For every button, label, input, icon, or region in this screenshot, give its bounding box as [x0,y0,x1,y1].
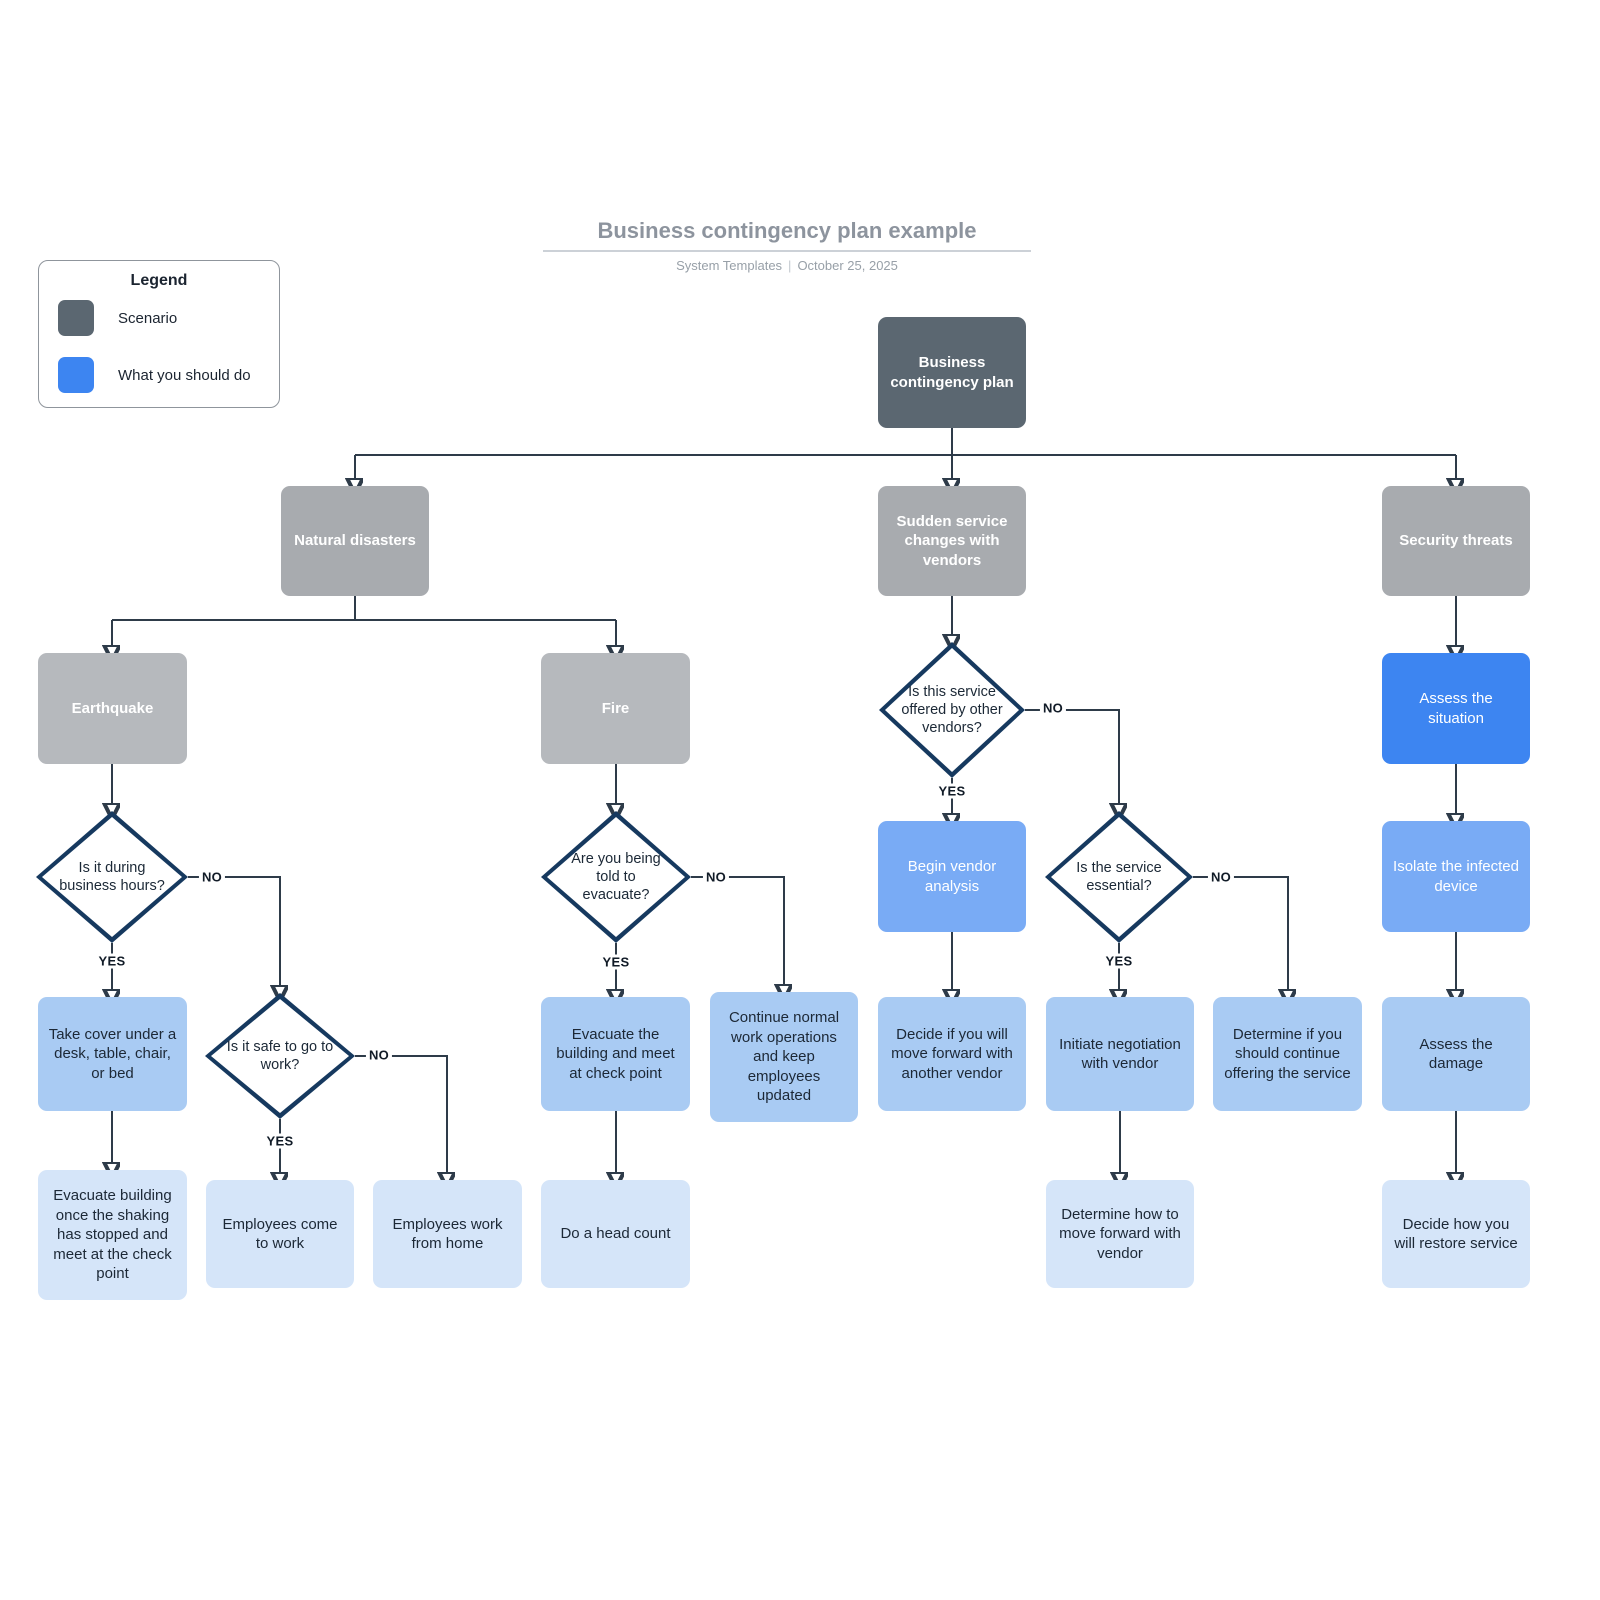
node-decide-move-forward: Decide if you will move forward with ano… [878,997,1026,1111]
legend-item-label: Scenario [118,309,178,327]
edge-label-yes: YES [95,953,129,969]
node-isolate-infected-device: Isolate the infected device [1382,821,1530,932]
legend-item-label: What you should do [118,366,251,384]
node-decide-restore-service: Decide how you will restore service [1382,1180,1530,1288]
node-employees-work-from-home: Employees work from home [373,1180,522,1288]
node-head-count: Do a head count [541,1180,690,1288]
edge-label-no: NO [702,869,730,885]
node-business-contingency-plan: Business contingency plan [878,317,1026,428]
node-assess-damage: Assess the damage [1382,997,1530,1111]
legend-item-scenario: Scenario [58,300,177,336]
node-evacuate-and-meet: Evacuate the building and meet at check … [541,997,690,1111]
decision-service-essential: Is the service essential? [1045,811,1193,943]
edge-d4-no [1025,709,1119,803]
action-swatch [58,357,94,393]
legend-item-action: What you should do [58,357,251,393]
node-initiate-negotiation: Initiate negotiation with vendor [1046,997,1194,1111]
decision-label: Are you being told to evacuate? [571,850,661,904]
node-determine-how-forward: Determine how to move forward with vendo… [1046,1180,1194,1288]
decision-label: Is the service essential? [1076,859,1162,894]
edge-d5-no [1193,876,1288,989]
decision-other-vendors: Is this service offered by other vendors… [879,642,1025,778]
edge-label-no: NO [1207,869,1235,885]
decision-label: Is this service offered by other vendors… [901,683,1003,737]
byline-date: October 25, 2025 [797,258,898,273]
title-underline [543,250,1031,252]
scenario-swatch [58,300,94,336]
edge-label-no: NO [198,869,226,885]
edge-label-no: NO [365,1047,393,1063]
edge-label-yes: YES [1102,953,1136,969]
edge-label-no: NO [1039,700,1067,716]
node-earthquake: Earthquake [38,653,187,764]
node-sudden-service-changes: Sudden service changes with vendors [878,486,1026,596]
legend-title: Legend [130,272,188,289]
decision-label: Is it during business hours? [59,859,165,894]
decision-told-to-evacuate: Are you being told to evacuate? [541,811,691,943]
page-title: Business contingency plan example [597,218,977,243]
decision-business-hours: Is it during business hours? [36,811,188,943]
node-continue-normal-operations: Continue normal work operations and keep… [710,992,858,1122]
byline-source: System Templates [676,258,783,273]
byline-separator: | [788,258,792,273]
node-take-cover: Take cover under a desk, table, chair, o… [38,997,187,1111]
node-fire: Fire [541,653,690,764]
decision-label: Is it safe to go to work? [226,1038,334,1073]
edge-d3-no [691,876,784,984]
edge-label-yes: YES [599,954,633,970]
edge-d1-no [188,876,280,985]
node-begin-vendor-analysis: Begin vendor analysis [878,821,1026,932]
edge-d2-no [355,1055,447,1172]
byline: System Templates | October 25, 2025 [543,258,1031,273]
edge-label-yes: YES [935,783,969,799]
edge-label-yes: YES [263,1133,297,1149]
node-assess-situation: Assess the situation [1382,653,1530,764]
node-employees-come-to-work: Employees come to work [206,1180,354,1288]
node-evacuate-after-shaking: Evacuate building once the shaking has s… [38,1170,187,1300]
node-natural-disasters: Natural disasters [281,486,429,596]
node-security-threats: Security threats [1382,486,1530,596]
legend: Legend Scenario What you should do [38,260,280,408]
node-determine-continue-service: Determine if you should continue offerin… [1213,997,1362,1111]
decision-safe-to-work: Is it safe to go to work? [205,993,355,1119]
